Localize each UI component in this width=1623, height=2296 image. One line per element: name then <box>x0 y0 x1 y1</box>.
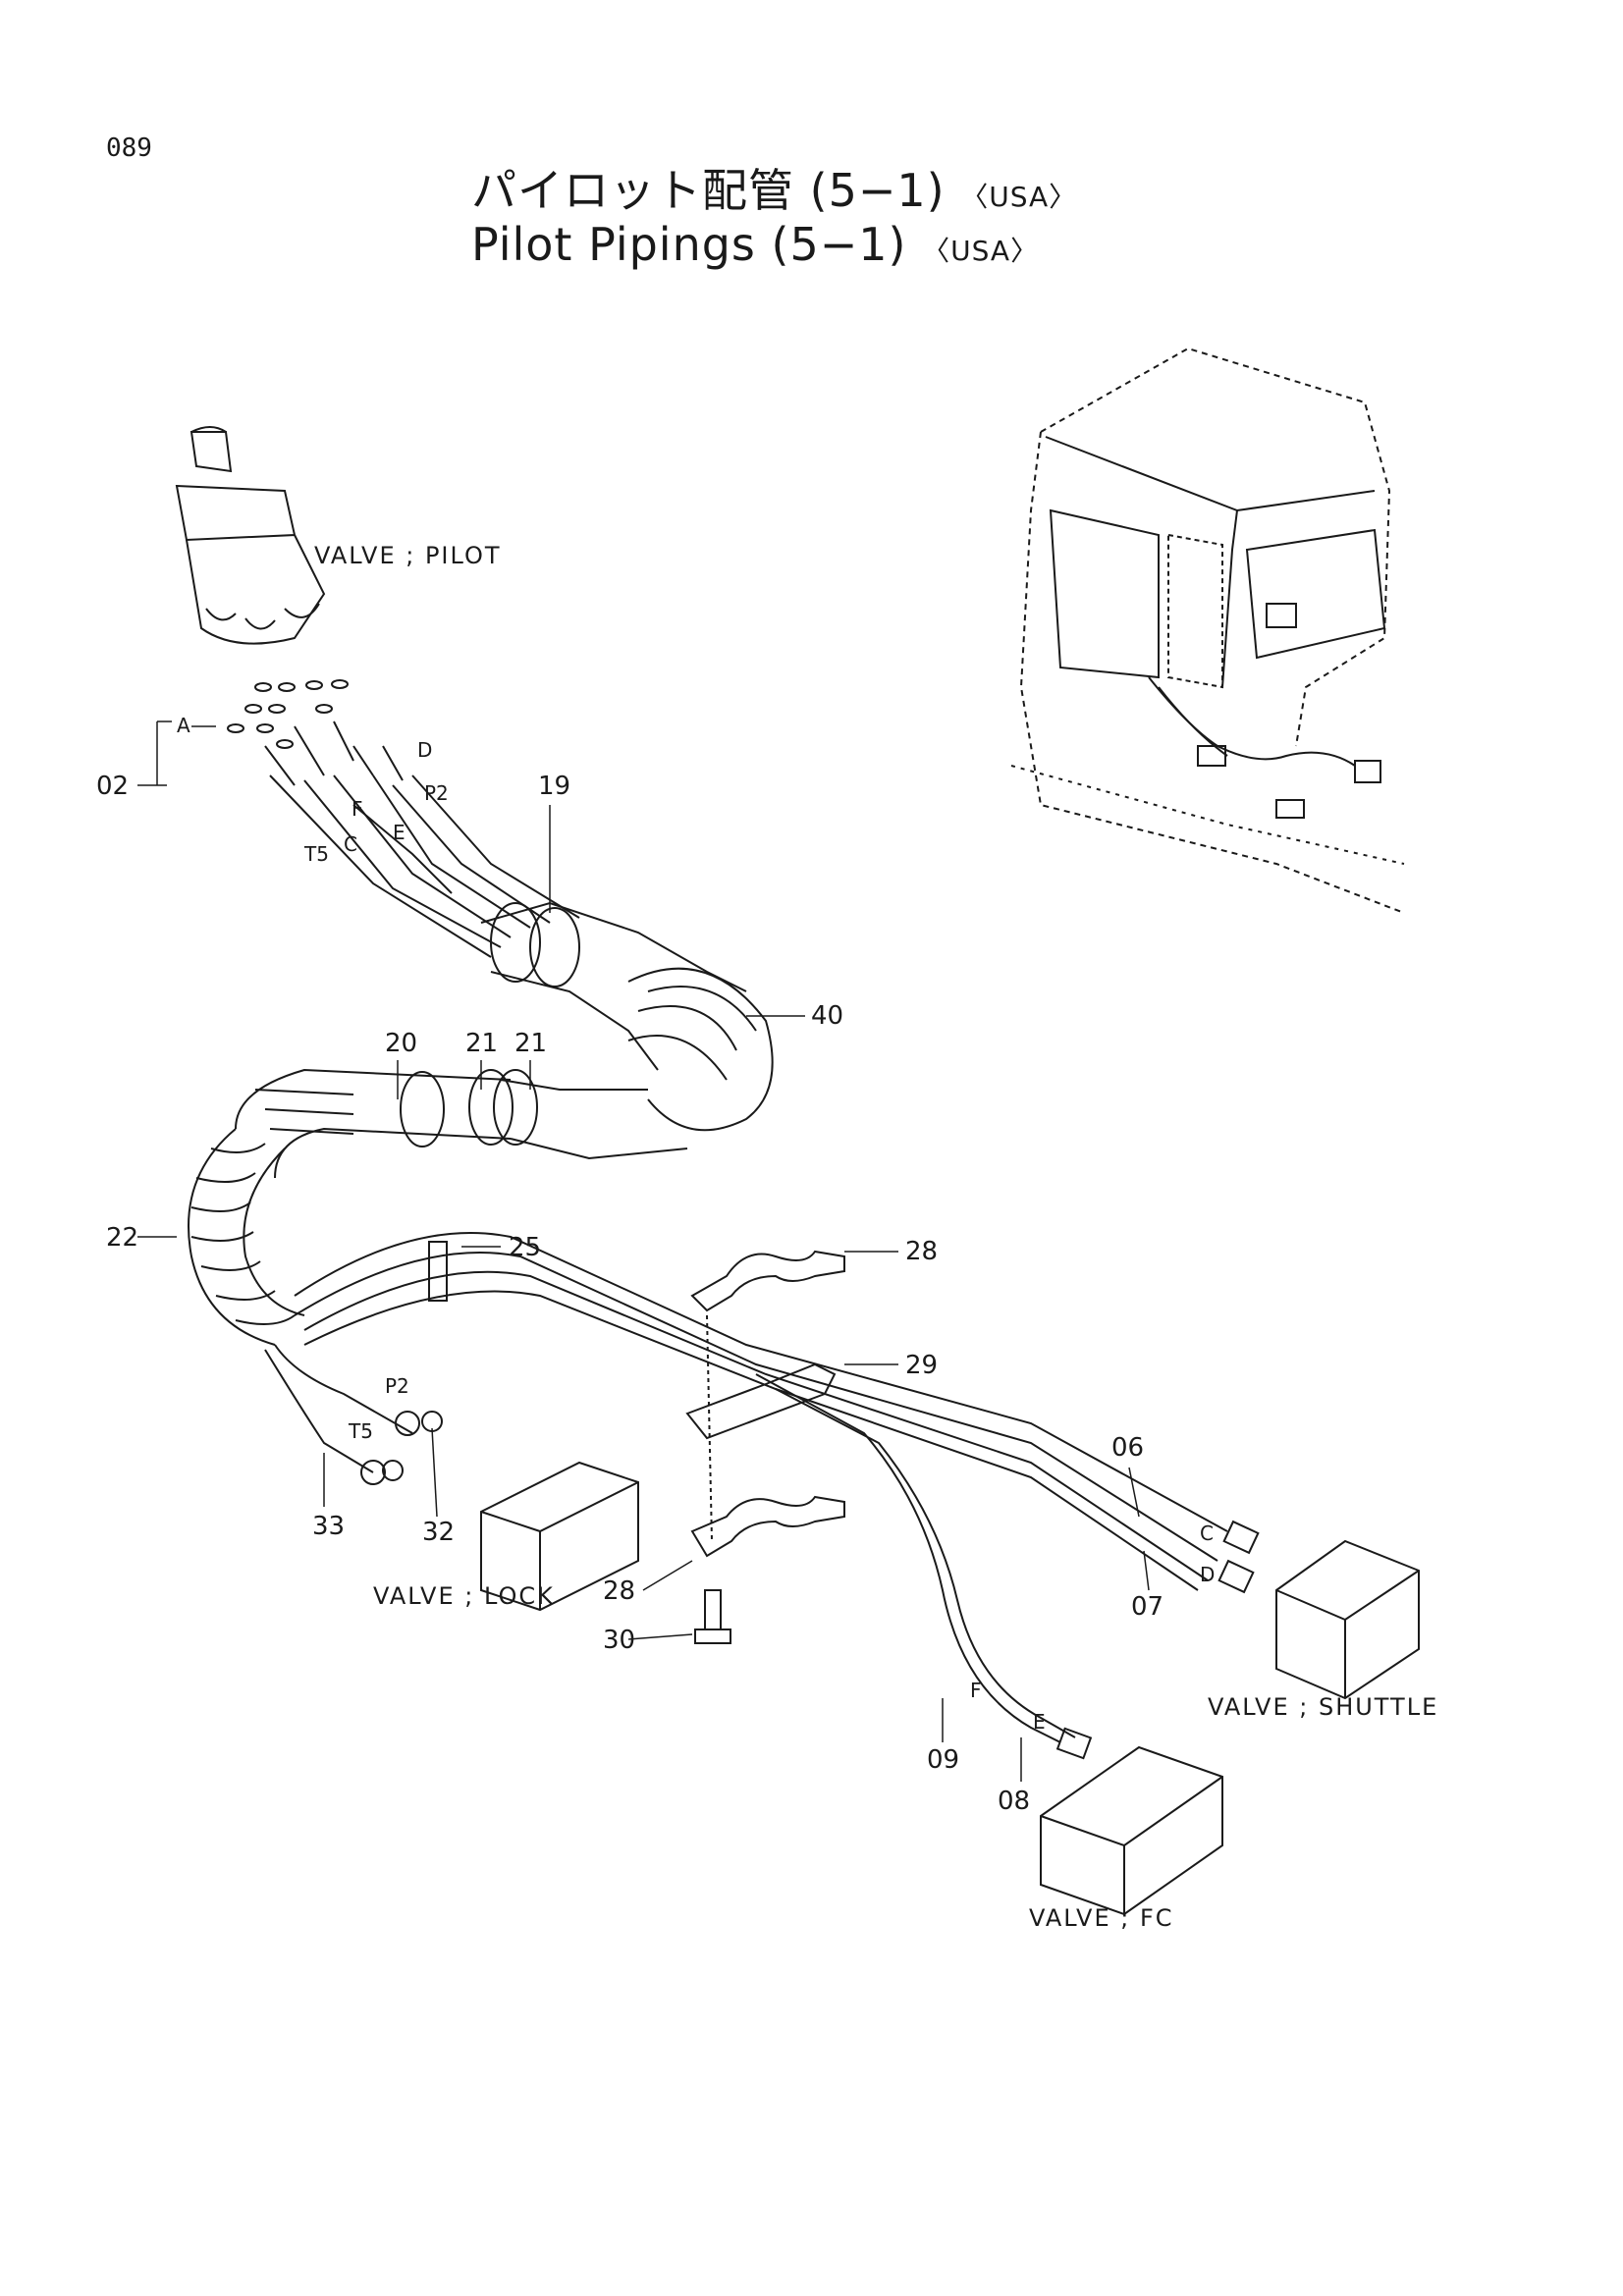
callout-06: 06 <box>1111 1433 1145 1463</box>
callout-32: 32 <box>422 1518 456 1547</box>
hoses-to-shuttle <box>294 1232 1260 1594</box>
sleeve-section-20-21 <box>235 1068 538 1179</box>
callout-28-lower: 28 <box>603 1576 636 1606</box>
cab-inset-drawing <box>1010 347 1405 914</box>
port-t5-top: T5 <box>304 842 329 866</box>
port-d-shuttle: D <box>1200 1563 1216 1586</box>
label-valve-pilot: VALVE ; PILOT <box>314 542 502 569</box>
page-title-english: Pilot Pipings (5−1) 〈USA〉 <box>471 218 1039 271</box>
port-t5-lock: T5 <box>349 1419 373 1443</box>
label-valve-fc: VALVE ; FC <box>1029 1904 1174 1932</box>
port-e-fc: E <box>1033 1710 1046 1734</box>
protective-sleeve <box>480 901 774 1160</box>
page-title-japanese: パイロット配管 (5−1) 〈USA〉 <box>471 155 1077 220</box>
o-rings <box>227 679 349 749</box>
label-valve-lock: VALVE ; LOCK <box>373 1582 555 1610</box>
hoses-to-lock <box>264 1344 443 1485</box>
port-f-top: F <box>352 797 363 821</box>
callout-21-right: 21 <box>514 1029 548 1058</box>
port-a: A <box>177 714 190 737</box>
valve-lock-box <box>480 1461 639 1612</box>
title-jp-text: パイロット配管 (5−1) <box>471 164 946 217</box>
callout-09: 09 <box>927 1745 960 1775</box>
port-p2-lock: P2 <box>385 1374 409 1398</box>
callout-20: 20 <box>385 1029 418 1058</box>
callout-30: 30 <box>603 1626 636 1655</box>
callout-08: 08 <box>998 1787 1031 1816</box>
title-jp-region-tag: 〈USA〉 <box>960 181 1078 213</box>
port-e-top: E <box>393 821 406 844</box>
callout-02: 02 <box>96 772 130 801</box>
hoses-to-fc <box>755 1373 1093 1760</box>
spiral-wrap-22 <box>188 1128 305 1346</box>
label-valve-shuttle: VALVE ; SHUTTLE <box>1208 1693 1439 1721</box>
pilot-valve-drawing <box>175 426 326 645</box>
callout-21-left: 21 <box>465 1029 499 1058</box>
callout-28-upper: 28 <box>905 1237 939 1266</box>
callout-33: 33 <box>312 1512 346 1541</box>
valve-fc-box <box>1040 1745 1223 1916</box>
port-f-fc: F <box>970 1679 982 1702</box>
clamp-25-drawing <box>428 1241 448 1302</box>
callout-29: 29 <box>905 1351 939 1380</box>
leader-lines <box>137 721 1150 1782</box>
title-en-region-tag: 〈USA〉 <box>922 235 1040 267</box>
page-number: 089 <box>106 133 152 163</box>
port-c-top: C <box>344 832 357 856</box>
callout-22: 22 <box>106 1223 139 1253</box>
port-c-shuttle: C <box>1200 1522 1214 1545</box>
callout-07: 07 <box>1131 1592 1164 1622</box>
callout-19: 19 <box>538 772 571 801</box>
clamps-and-plate <box>685 1250 845 1644</box>
callout-25: 25 <box>509 1233 542 1262</box>
port-p2-top: P2 <box>424 781 449 805</box>
callout-40: 40 <box>811 1001 844 1031</box>
hose-bundle-upper <box>264 721 580 958</box>
title-en-text: Pilot Pipings (5−1) <box>471 218 907 271</box>
port-d: D <box>417 738 433 762</box>
valve-shuttle-box <box>1275 1539 1420 1700</box>
